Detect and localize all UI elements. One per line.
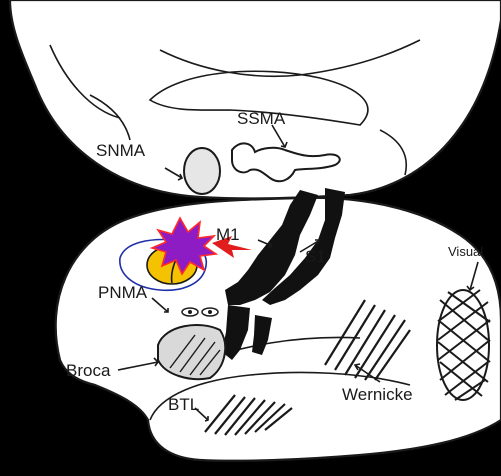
label-wernicke: Wernicke	[342, 385, 413, 404]
label-btl: BTL	[168, 395, 199, 414]
label-ssma: SSMA	[237, 109, 286, 128]
broca-region	[158, 325, 225, 379]
label-m1: M1	[216, 225, 240, 244]
label-snma: SNMA	[96, 141, 146, 160]
snma-region	[184, 148, 220, 194]
label-s1: S1	[305, 247, 326, 266]
label-broca: Broca	[66, 361, 111, 380]
label-pnma: PNMA	[98, 283, 148, 302]
visual-region	[437, 290, 490, 400]
label-visual: Visual	[448, 244, 483, 259]
